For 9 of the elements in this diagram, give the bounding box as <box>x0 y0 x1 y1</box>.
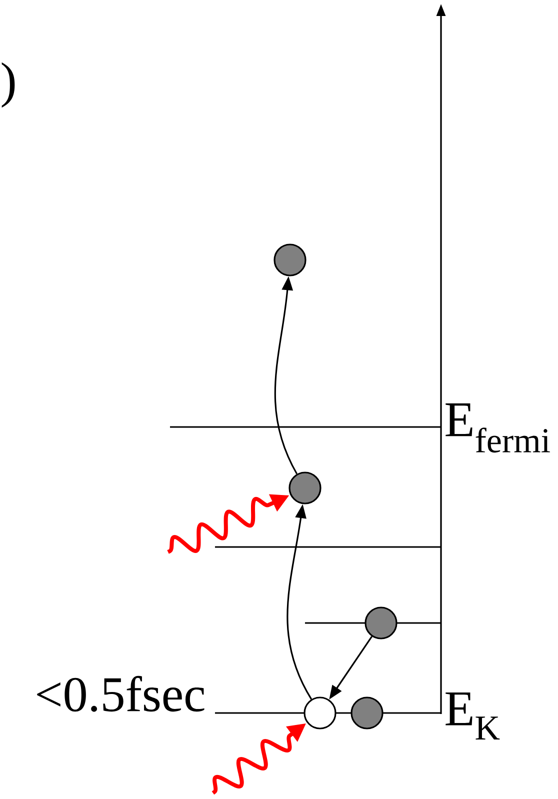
electron-circle <box>274 244 306 276</box>
energy-label: E$_{K}$ <box>446 692 500 740</box>
hole-circle <box>304 696 336 730</box>
time-label: <0.5fsec <box>37 676 204 712</box>
electron-circle <box>350 696 384 730</box>
electron-circle <box>288 472 322 504</box>
electron-circle <box>364 606 398 640</box>
energy-label: E$_{fermi}$ <box>446 403 550 453</box>
text-fragment: ) <box>2 62 15 108</box>
